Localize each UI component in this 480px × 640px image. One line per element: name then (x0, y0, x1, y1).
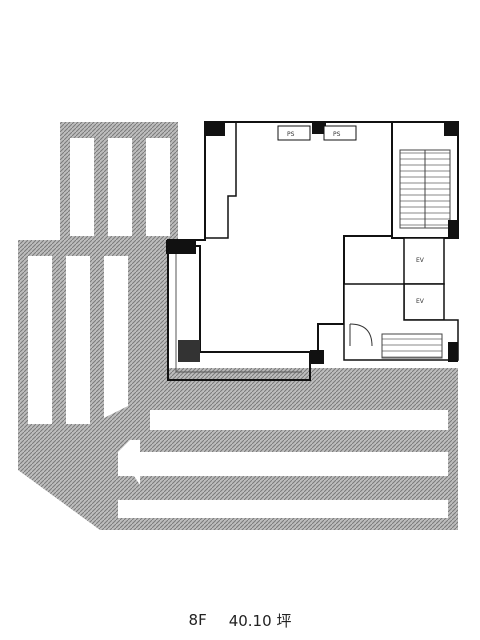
floor-area: 40.10 坪 (229, 610, 292, 631)
ps-label-2: PS (333, 131, 341, 138)
balcony-area (18, 122, 458, 530)
ev-label-1: EV (416, 257, 425, 264)
floor-plan: PS PS EV EV (18, 121, 459, 530)
pipe-shaft-1: PS (277, 125, 311, 141)
office-area (166, 121, 393, 381)
area-unit: 坪 (276, 611, 292, 630)
ps-label-1: PS (287, 131, 295, 138)
area-value: 40.10 (228, 611, 272, 630)
floor-caption: 8F 40.10 坪 (0, 600, 480, 640)
building-core: EV EV (343, 121, 459, 362)
floor-number: 8F (188, 611, 207, 629)
ev-label-2: EV (416, 298, 425, 305)
pipe-shaft-2: PS (323, 125, 357, 141)
